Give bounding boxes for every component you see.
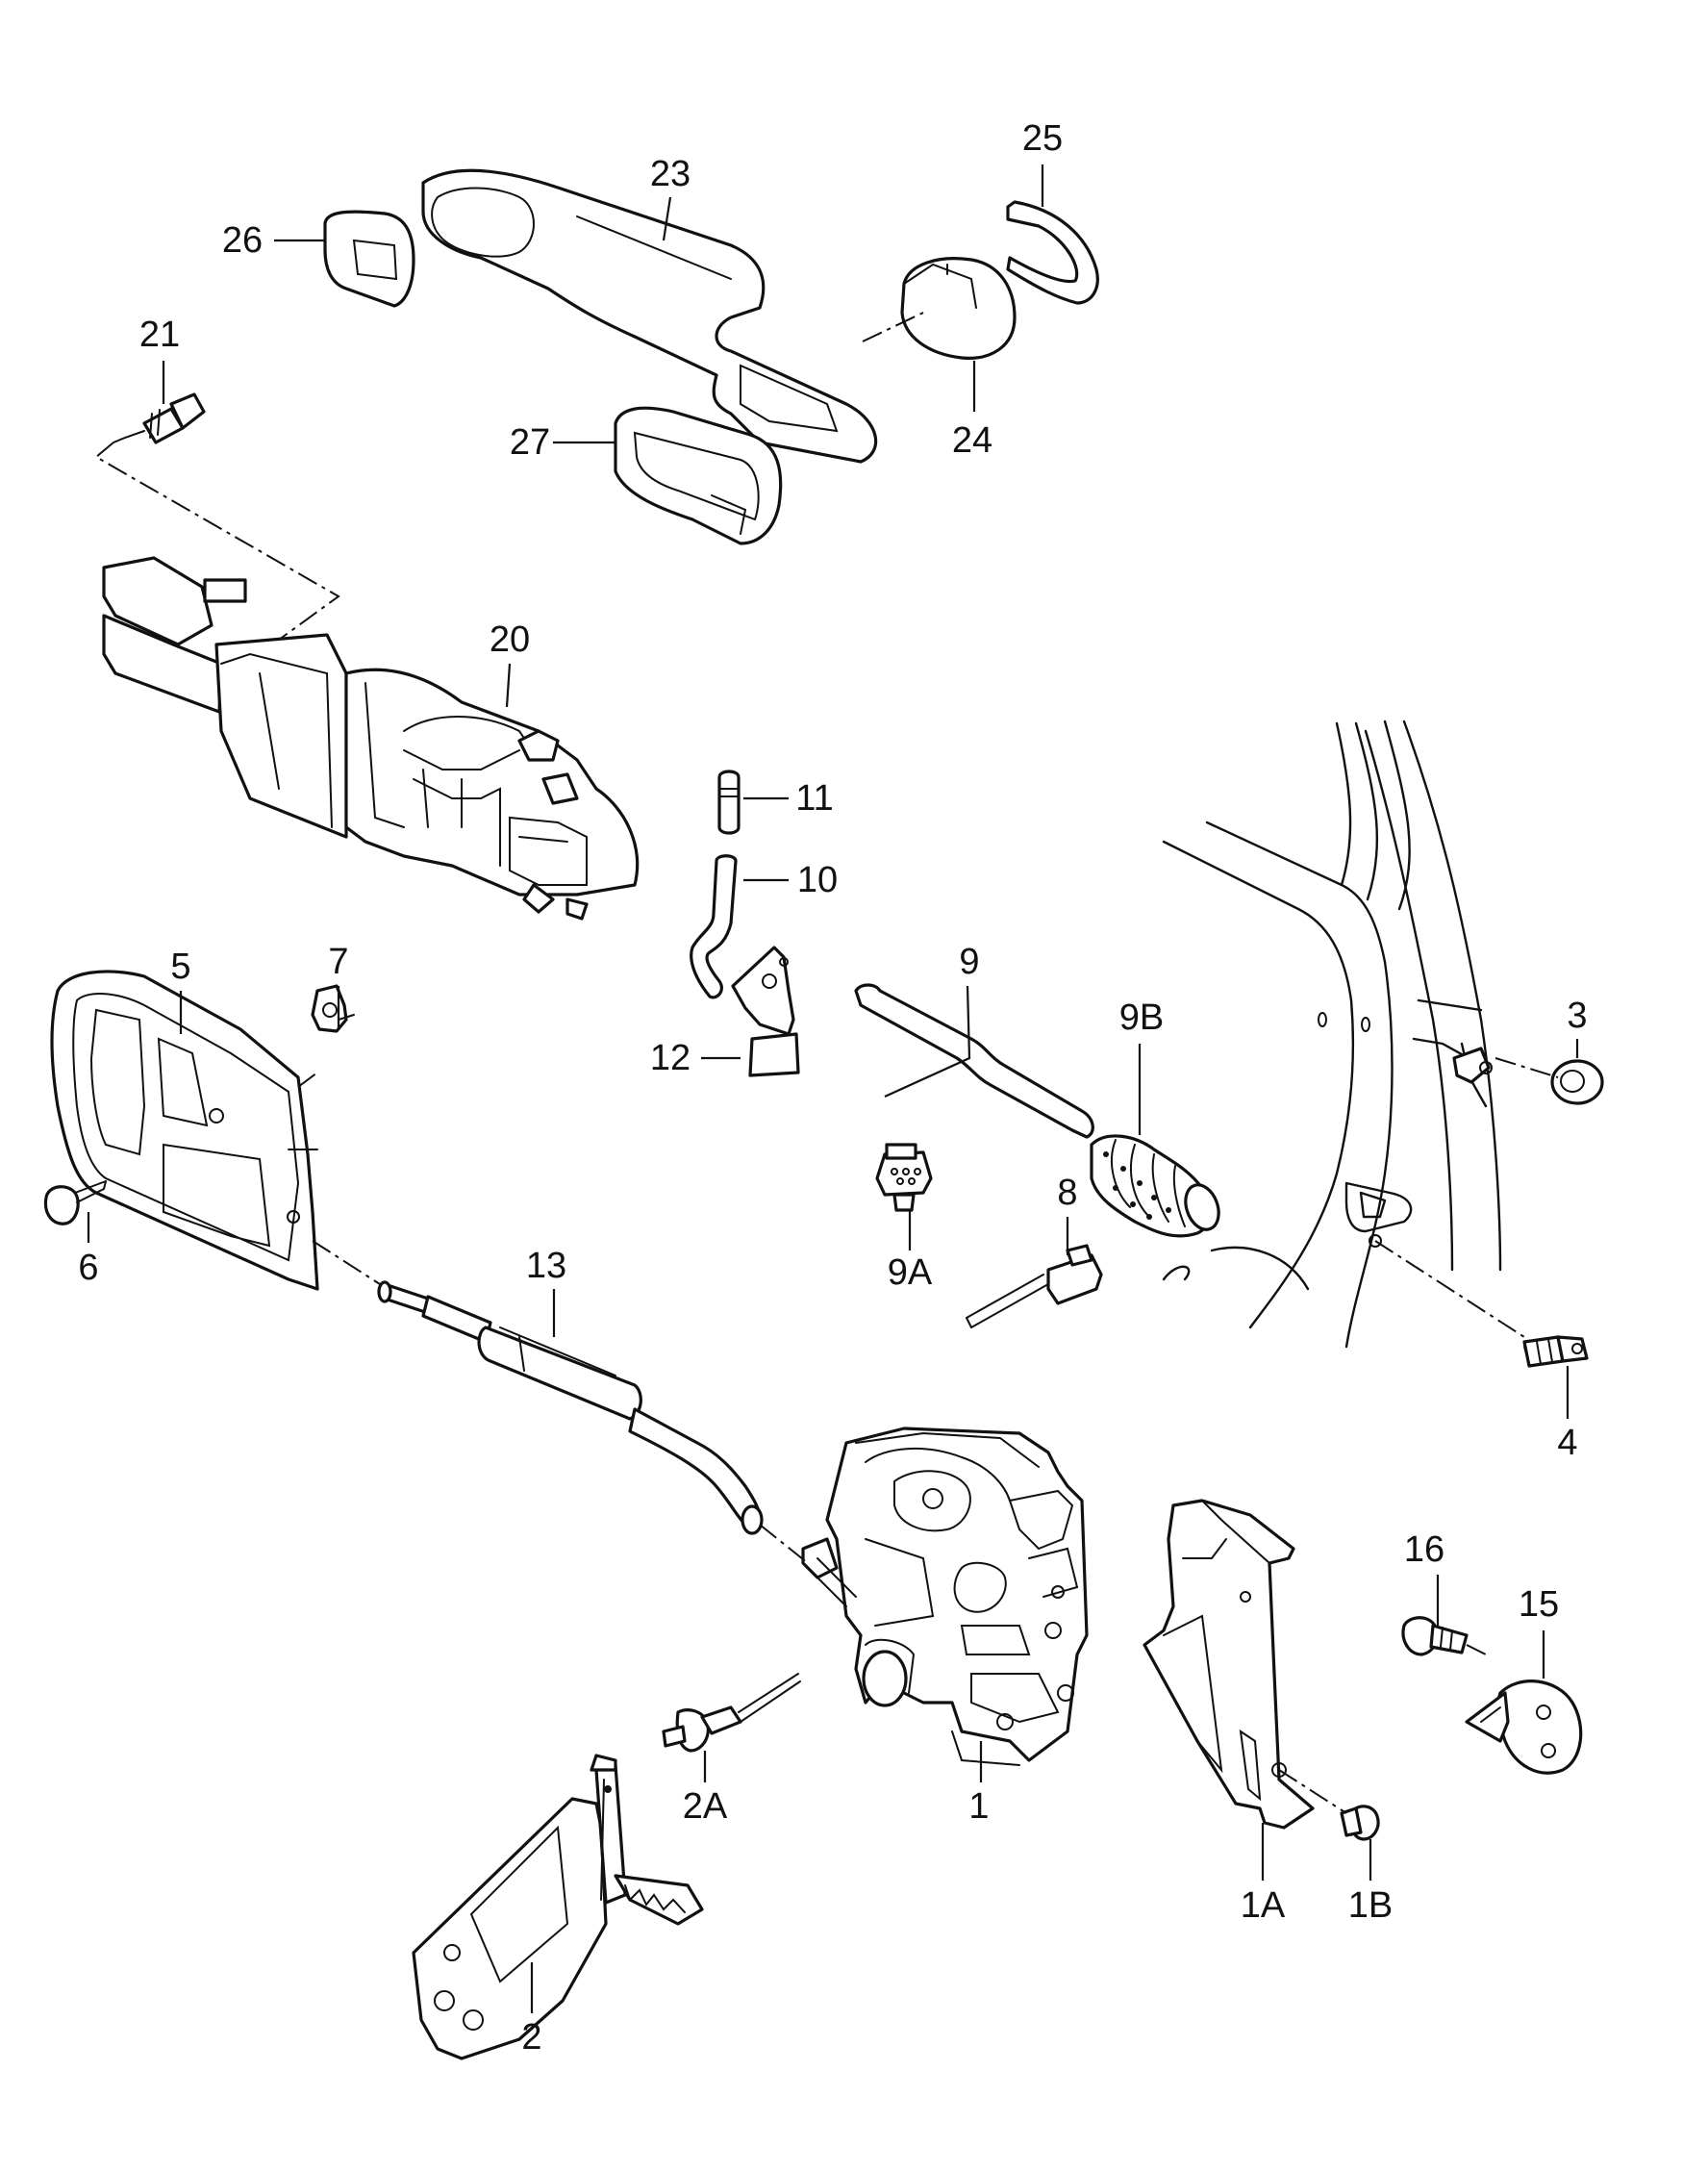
handle-cap-part[interactable]	[900, 257, 1017, 360]
label-27: 27	[510, 422, 550, 463]
striker-plate-part[interactable]	[1465, 1680, 1583, 1775]
bowden-cable-part[interactable]	[377, 1280, 764, 1535]
label-9b: 9B	[1119, 998, 1164, 1038]
label-11: 11	[795, 778, 833, 819]
lock-rod-clip-part[interactable]	[966, 1244, 1103, 1328]
callout-labels: 25 23 26 24 27 21 20 11 10 12 9 9A 9B 8 …	[78, 118, 1587, 2058]
callout-leaders	[87, 164, 1579, 2013]
door-lock-part[interactable]	[801, 1427, 1089, 1766]
striker-screw-part[interactable]	[1401, 1616, 1469, 1656]
label-13: 13	[526, 1246, 566, 1286]
label-23: 23	[650, 154, 691, 194]
label-26: 26	[222, 220, 263, 261]
label-21: 21	[139, 315, 180, 355]
label-5: 5	[170, 947, 190, 987]
label-25: 25	[1022, 118, 1063, 159]
lock-bracket-part[interactable]	[1143, 1499, 1315, 1830]
lock-button-pin-part[interactable]	[717, 770, 741, 835]
interior-handle-part[interactable]	[50, 970, 319, 1291]
label-20: 20	[490, 619, 530, 660]
interior-handle-screw-part[interactable]	[43, 1180, 107, 1225]
label-2a: 2A	[683, 1786, 728, 1827]
label-1a: 1A	[1241, 1885, 1286, 1926]
operating-rod-part[interactable]	[690, 854, 738, 999]
rear-gasket-part[interactable]	[614, 406, 783, 545]
striker-bolt-part[interactable]	[1522, 1335, 1589, 1368]
label-16: 16	[1404, 1529, 1444, 1570]
carrier-bolt-part[interactable]	[113, 392, 206, 444]
label-7: 7	[328, 942, 348, 982]
speed-nut-part[interactable]	[311, 984, 355, 1033]
label-15: 15	[1519, 1584, 1559, 1625]
bracket-screw-part[interactable]	[1340, 1805, 1380, 1841]
body-pillar	[1162, 720, 1502, 1349]
exterior-handle-part[interactable]	[421, 168, 878, 464]
cap-seal-part[interactable]	[1006, 200, 1099, 305]
label-9a: 9A	[888, 1252, 933, 1293]
handle-carrier-part[interactable]	[102, 556, 640, 921]
rivet-part[interactable]	[662, 1673, 801, 1753]
label-24: 24	[952, 420, 992, 461]
label-12: 12	[650, 1038, 691, 1078]
label-8: 8	[1057, 1173, 1077, 1213]
label-1b: 1B	[1348, 1885, 1393, 1926]
connector-housing-part[interactable]	[875, 1143, 933, 1212]
label-2: 2	[521, 2017, 541, 2058]
label-10: 10	[797, 860, 838, 900]
wiring-harness-part[interactable]	[854, 983, 1094, 1139]
front-gasket-part[interactable]	[323, 210, 415, 308]
protective-boot-part[interactable]	[1090, 1134, 1224, 1238]
label-9: 9	[959, 942, 979, 982]
rod-lever-part[interactable]	[731, 946, 800, 1077]
label-6: 6	[78, 1248, 98, 1288]
assembly-lines	[94, 312, 1559, 1814]
label-1: 1	[968, 1786, 989, 1827]
label-4: 4	[1557, 1423, 1577, 1463]
cable-bracket-part[interactable]	[412, 1754, 704, 2060]
grommet-part[interactable]	[1550, 1059, 1604, 1105]
label-3: 3	[1567, 996, 1587, 1036]
